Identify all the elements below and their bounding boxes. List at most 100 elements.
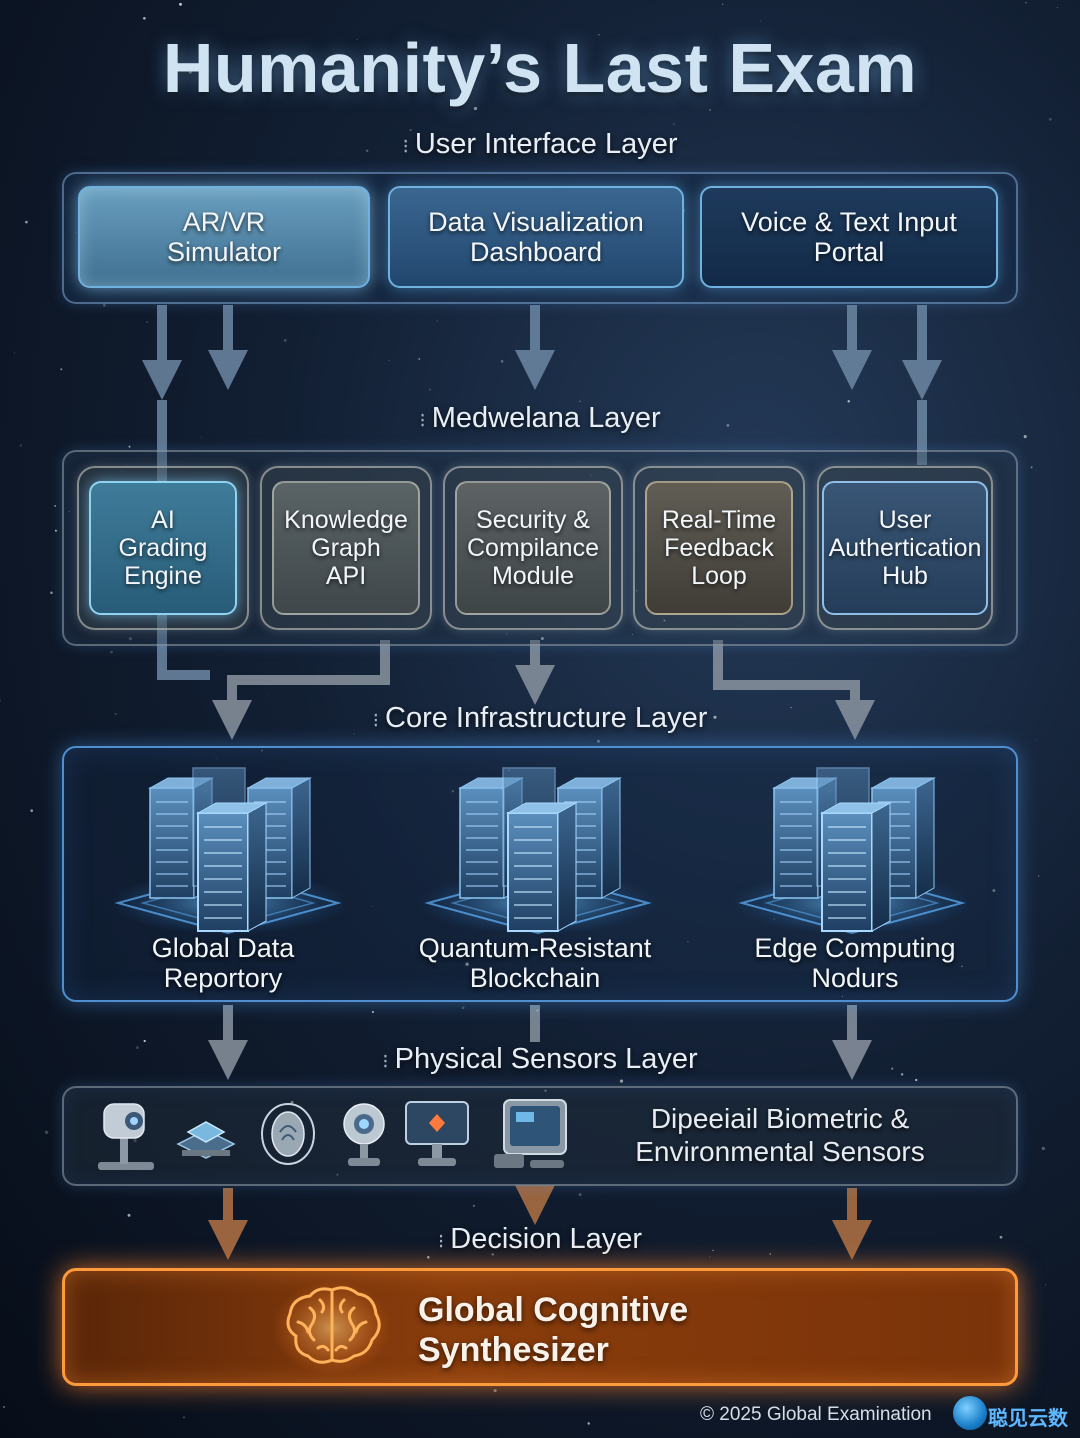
star (19, 444, 22, 447)
ui-layer-label: ⁝User Interface Layer (402, 128, 678, 160)
star (1035, 739, 1037, 741)
tablet-device-icon (494, 1099, 567, 1168)
box-label-line: Authertication (828, 534, 982, 562)
star (68, 510, 70, 513)
star (428, 388, 432, 391)
box-label-line: Compilance (466, 534, 599, 562)
watermark-logo-icon (953, 1396, 987, 1430)
star (1056, 6, 1058, 8)
star (790, 706, 792, 709)
star (598, 33, 600, 36)
sensors-layer-label: ⁝Physical Sensors Layer (382, 1043, 698, 1075)
globe-sensor-icon (343, 1103, 385, 1166)
star (992, 889, 996, 892)
star (769, 1253, 772, 1255)
star (188, 70, 192, 74)
star (102, 303, 106, 307)
star (505, 633, 508, 635)
star (465, 962, 469, 966)
star (2, 1405, 6, 1409)
star (372, 906, 374, 908)
box-label-line: User (878, 506, 932, 534)
star (14, 352, 15, 354)
star (687, 941, 689, 943)
star (532, 74, 535, 76)
star (709, 1256, 711, 1258)
star (429, 407, 430, 409)
star (893, 1414, 897, 1418)
star (261, 749, 264, 752)
star (709, 109, 711, 112)
star (486, 1061, 489, 1064)
star (1023, 435, 1027, 439)
star (544, 1089, 547, 1092)
star (215, 758, 217, 760)
star (632, 949, 635, 952)
sensors-description: Dipeeiail Biometric &Environmental Senso… (635, 1103, 925, 1167)
watermark-text: 聪见云数 (988, 1406, 1068, 1430)
star (578, 1193, 582, 1197)
star (712, 1249, 714, 1252)
star (726, 423, 730, 427)
box-label-line: Security & (476, 506, 590, 534)
star (30, 809, 33, 812)
star (491, 1253, 494, 1256)
star (183, 1416, 185, 1419)
star (315, 177, 317, 179)
star (181, 53, 183, 55)
star (999, 1235, 1003, 1239)
sensor-icons-row (98, 1099, 567, 1170)
star (197, 944, 200, 947)
star (965, 816, 967, 818)
star (915, 1078, 918, 1082)
star (60, 368, 63, 371)
star (127, 1213, 131, 1217)
star (619, 1079, 624, 1083)
brain-icon (272, 1280, 392, 1376)
star (713, 715, 717, 719)
star (388, 359, 390, 362)
star (500, 360, 504, 363)
star (25, 220, 28, 224)
box-label-line: Knowledge (284, 506, 408, 534)
star (587, 1422, 590, 1425)
star (540, 636, 544, 641)
star (143, 1039, 146, 1043)
star (673, 123, 675, 126)
star (110, 650, 113, 654)
circuit-chip-icon (176, 1121, 236, 1159)
star (451, 790, 455, 793)
star (145, 320, 148, 323)
box-label-line: AI (151, 506, 175, 534)
star (409, 129, 412, 132)
star (290, 1100, 294, 1104)
arrow-mw-left (212, 640, 390, 740)
box-label-line: Voice & Text Input (741, 207, 957, 237)
star (179, 2, 182, 6)
global-cognitive-synthesizer-box[interactable] (62, 1268, 1018, 1386)
star (44, 1130, 49, 1134)
star (1048, 117, 1052, 121)
star (472, 1204, 475, 1207)
star (891, 1067, 894, 1070)
star (841, 996, 844, 998)
star (426, 1255, 430, 1259)
box-label-line: API (325, 562, 367, 590)
star (317, 1435, 319, 1437)
star (579, 400, 581, 402)
box-label-line: Module (491, 562, 574, 590)
star (200, 436, 202, 438)
star (128, 445, 131, 448)
star (267, 694, 269, 695)
